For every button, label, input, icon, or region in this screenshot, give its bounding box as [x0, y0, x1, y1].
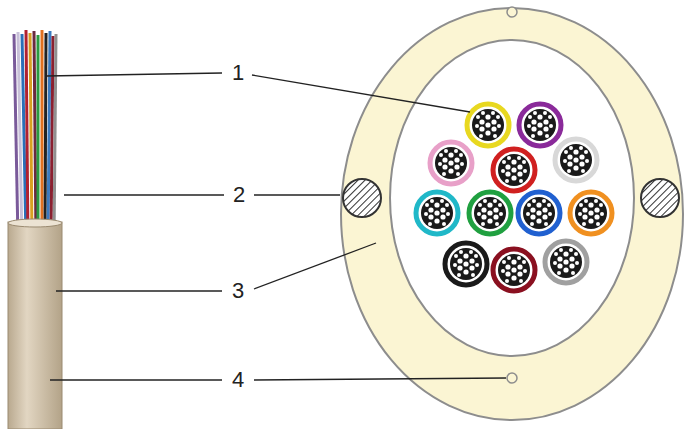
jacket — [341, 8, 683, 420]
callout-number: 1 — [232, 62, 244, 84]
callout-number: 4 — [232, 369, 244, 391]
strength-member — [343, 179, 381, 217]
inner-bore — [390, 40, 634, 356]
leader-lines — [46, 73, 506, 380]
fibre-bundle — [14, 30, 56, 240]
outer-sheath — [8, 222, 62, 429]
callout-number: 3 — [232, 280, 244, 302]
fibre-tubes — [416, 104, 612, 291]
strength-member — [641, 179, 679, 217]
callout-number: 2 — [233, 184, 245, 206]
